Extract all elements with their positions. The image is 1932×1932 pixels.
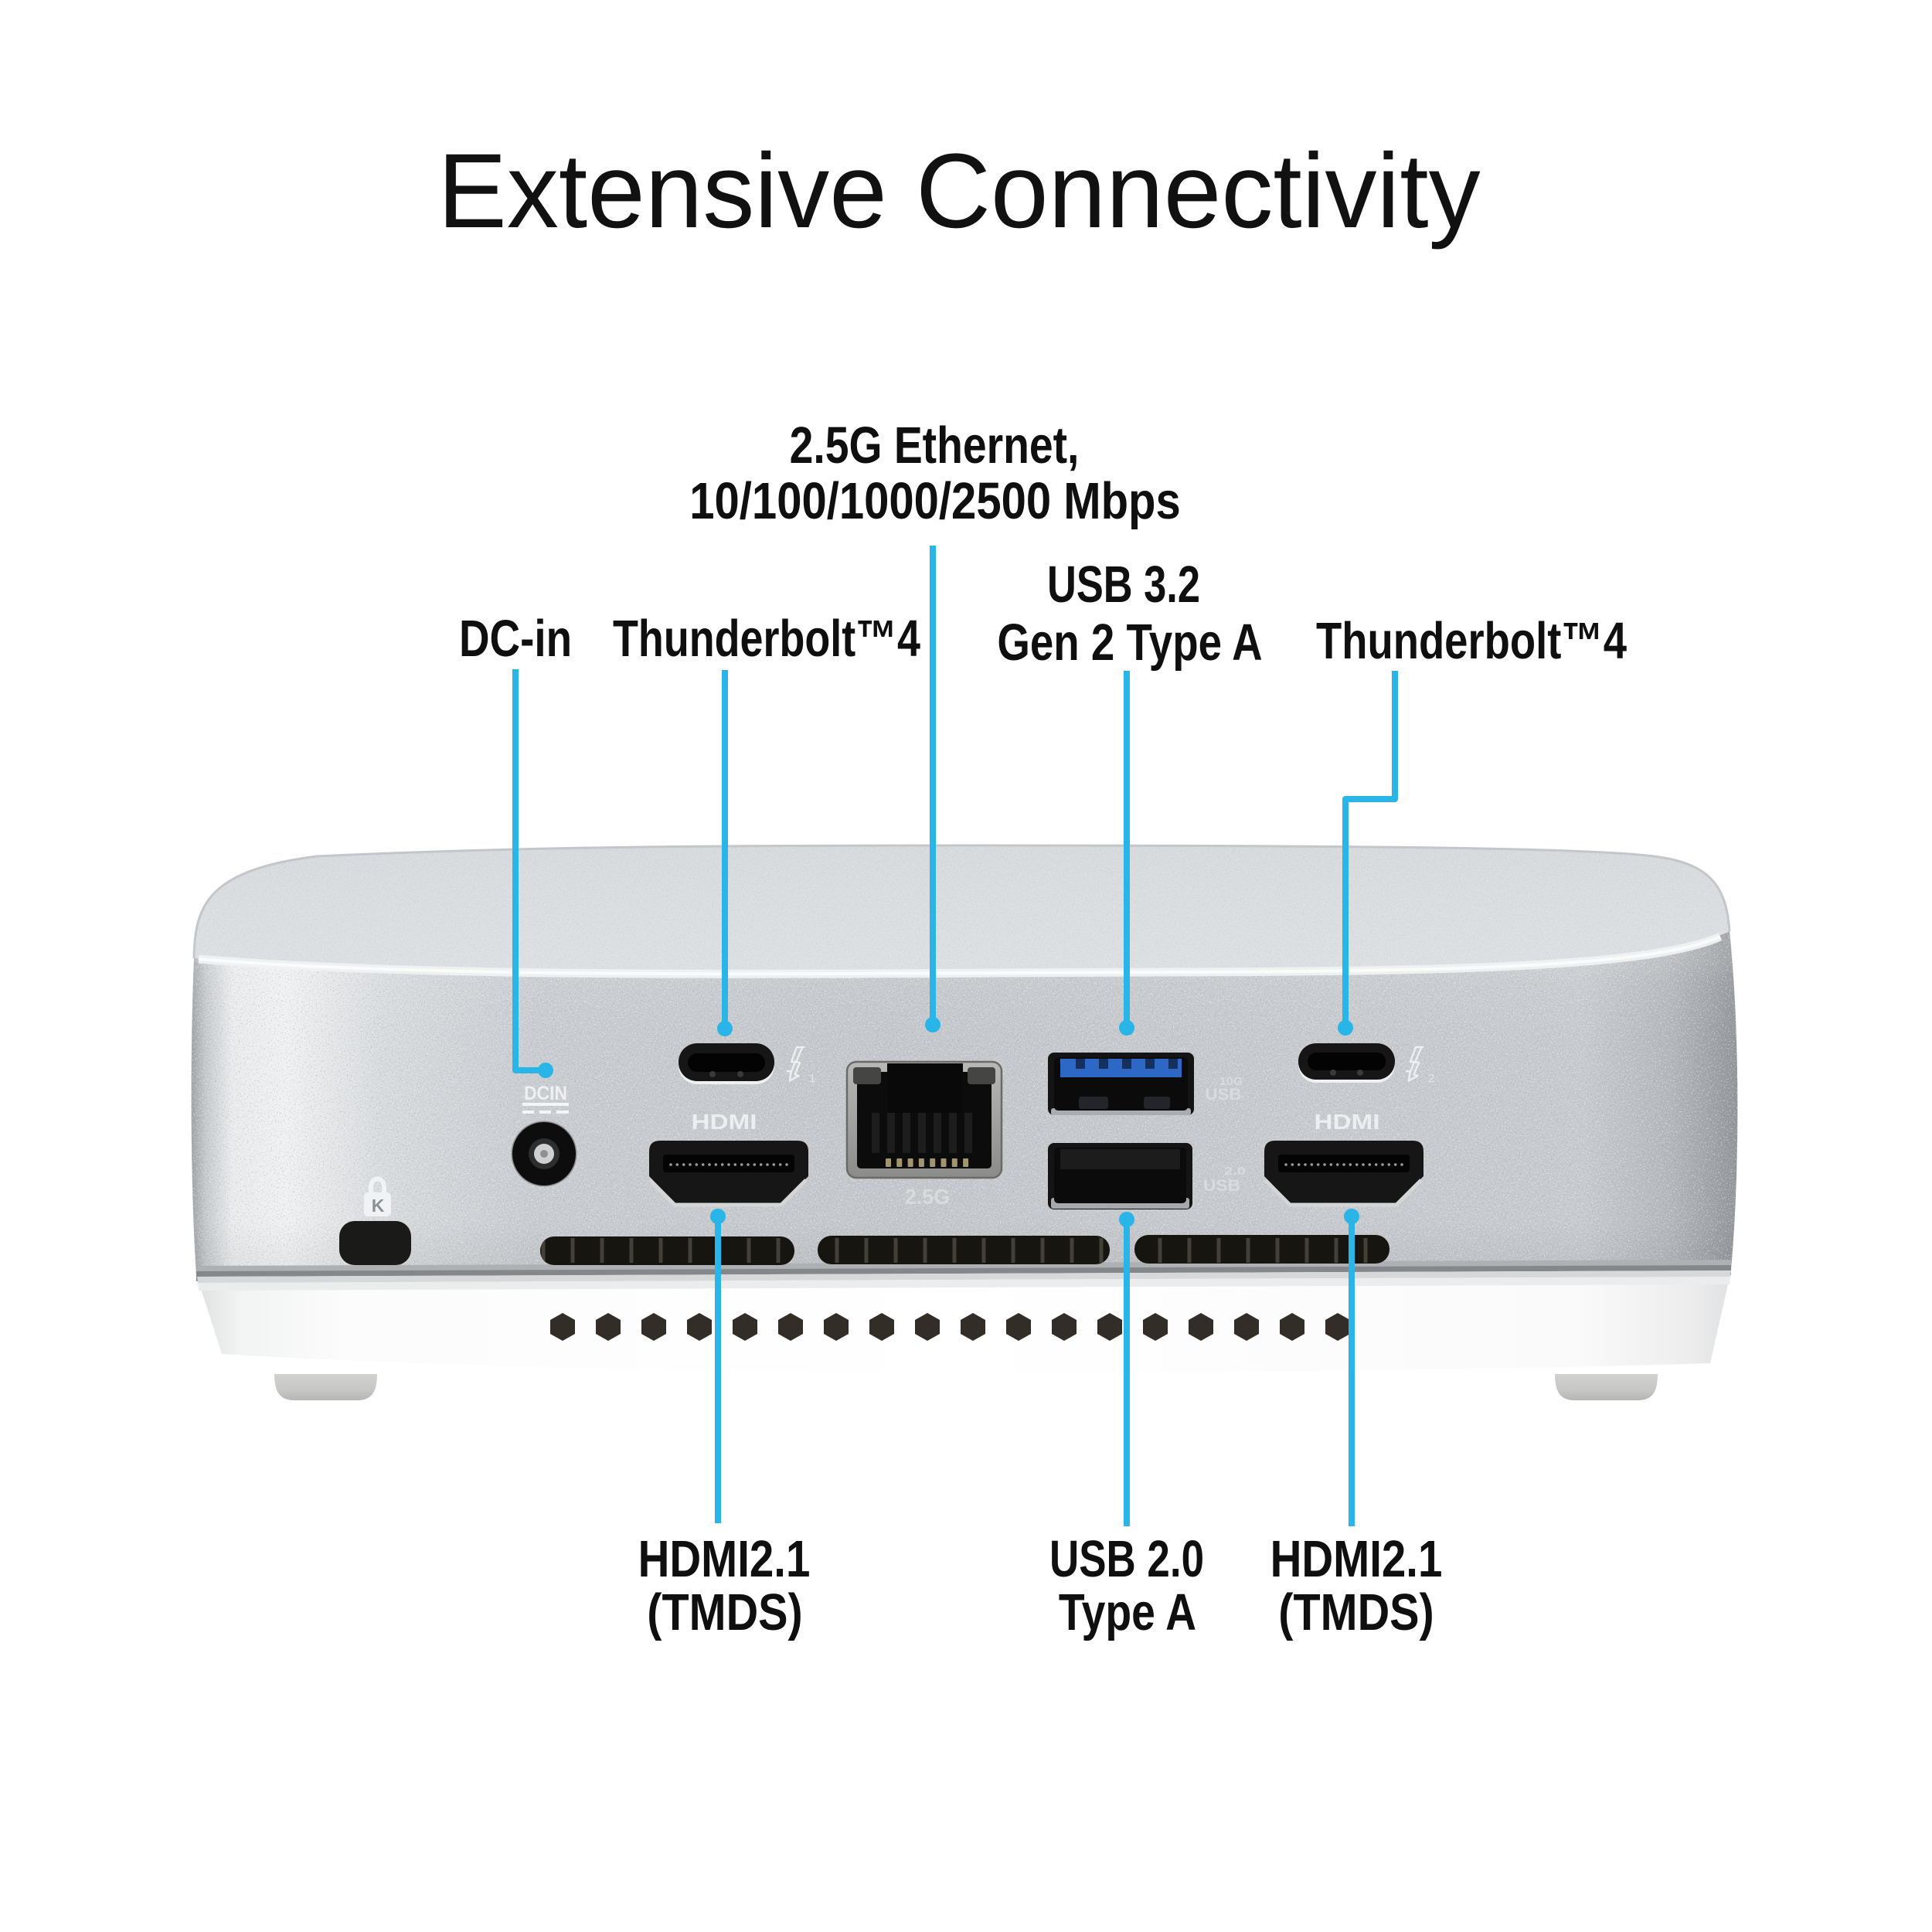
svg-text:DCIN: DCIN bbox=[524, 1083, 567, 1104]
svg-text:2.0: 2.0 bbox=[1224, 1165, 1246, 1178]
svg-text:2: 2 bbox=[1428, 1072, 1434, 1085]
svg-text:10G: 10G bbox=[1219, 1075, 1243, 1088]
svg-text:K: K bbox=[372, 1196, 385, 1216]
svg-text:HDMI: HDMI bbox=[692, 1110, 757, 1134]
svg-text:1: 1 bbox=[809, 1072, 815, 1085]
svg-text:USB: USB bbox=[1206, 1086, 1242, 1104]
svg-text:2.5G: 2.5G bbox=[905, 1185, 950, 1209]
svg-text:HDMI: HDMI bbox=[1315, 1110, 1380, 1134]
svg-text:USB: USB bbox=[1203, 1177, 1240, 1195]
